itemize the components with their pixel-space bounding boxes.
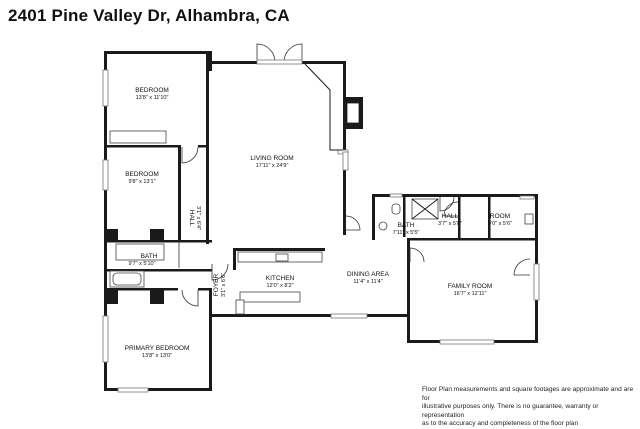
room-primary-bedroom-dims: 13'8" x 13'0" <box>142 353 172 359</box>
room-living-dims: 17'11" x 24'9" <box>256 163 289 169</box>
page-title: 2401 Pine Valley Dr, Alhambra, CA <box>8 6 290 25</box>
room-hall-2-name: HALL <box>442 213 459 220</box>
room-bath-1-dims: 9'7" x 5'10" <box>128 261 155 267</box>
room-primary-bedroom-name: PRIMARY BEDROOM <box>125 345 190 352</box>
disclaimer-line-1: Floor Plan measurements and square foota… <box>422 386 634 402</box>
room-bath-2-dims: 7'11" x 5'5" <box>393 230 420 236</box>
room-room-name: ROOM <box>490 213 510 220</box>
room-bedroom-2-dims: 9'8" x 13'1" <box>128 179 155 185</box>
fixtures <box>109 130 534 315</box>
room-living-name: LIVING ROOM <box>250 155 293 162</box>
room-foyer-name: FOYER <box>213 274 220 297</box>
angled-wall <box>304 63 343 151</box>
room-family-dims: 16'7" x 12'11" <box>454 291 487 297</box>
room-dining-dims: 11'4" x 11'4" <box>353 279 382 285</box>
disclaimer: Floor Plan measurements and square foota… <box>422 386 634 429</box>
windows <box>102 69 540 393</box>
room-kitchen-name: KITCHEN <box>266 275 295 282</box>
room-kitchen-dims: 12'0" x 8'2" <box>266 283 293 289</box>
doors <box>178 43 531 307</box>
room-bedroom-1-dims: 13'8" x 11'10" <box>136 95 169 101</box>
room-bedroom-1-name: BEDROOM <box>135 87 169 94</box>
room-labels: BEDROOM 13'8" x 11'10" BEDROOM 9'8" x 13… <box>125 87 512 359</box>
room-dining-name: DINING AREA <box>347 271 390 278</box>
room-hall-1-dims: 3'1" x 6'4" <box>195 206 201 230</box>
room-bath-2-name: BATH <box>398 222 415 229</box>
room-room-dims: 9'0" x 5'6" <box>488 221 512 227</box>
room-hall-2-dims: 3'7" x 5'8" <box>438 221 462 227</box>
room-family-name: FAMILY ROOM <box>448 283 493 290</box>
room-bath-1-name: BATH <box>141 253 158 260</box>
disclaimer-line-2: illustrative purposes only. There is no … <box>422 403 599 419</box>
room-bedroom-2-name: BEDROOM <box>125 171 159 178</box>
disclaimer-line-3: as to the accuracy and completeness of t… <box>422 420 579 428</box>
room-foyer-dims: 3'1" x 6'6" <box>221 273 227 297</box>
room-hall-1-name: HALL <box>188 210 195 227</box>
